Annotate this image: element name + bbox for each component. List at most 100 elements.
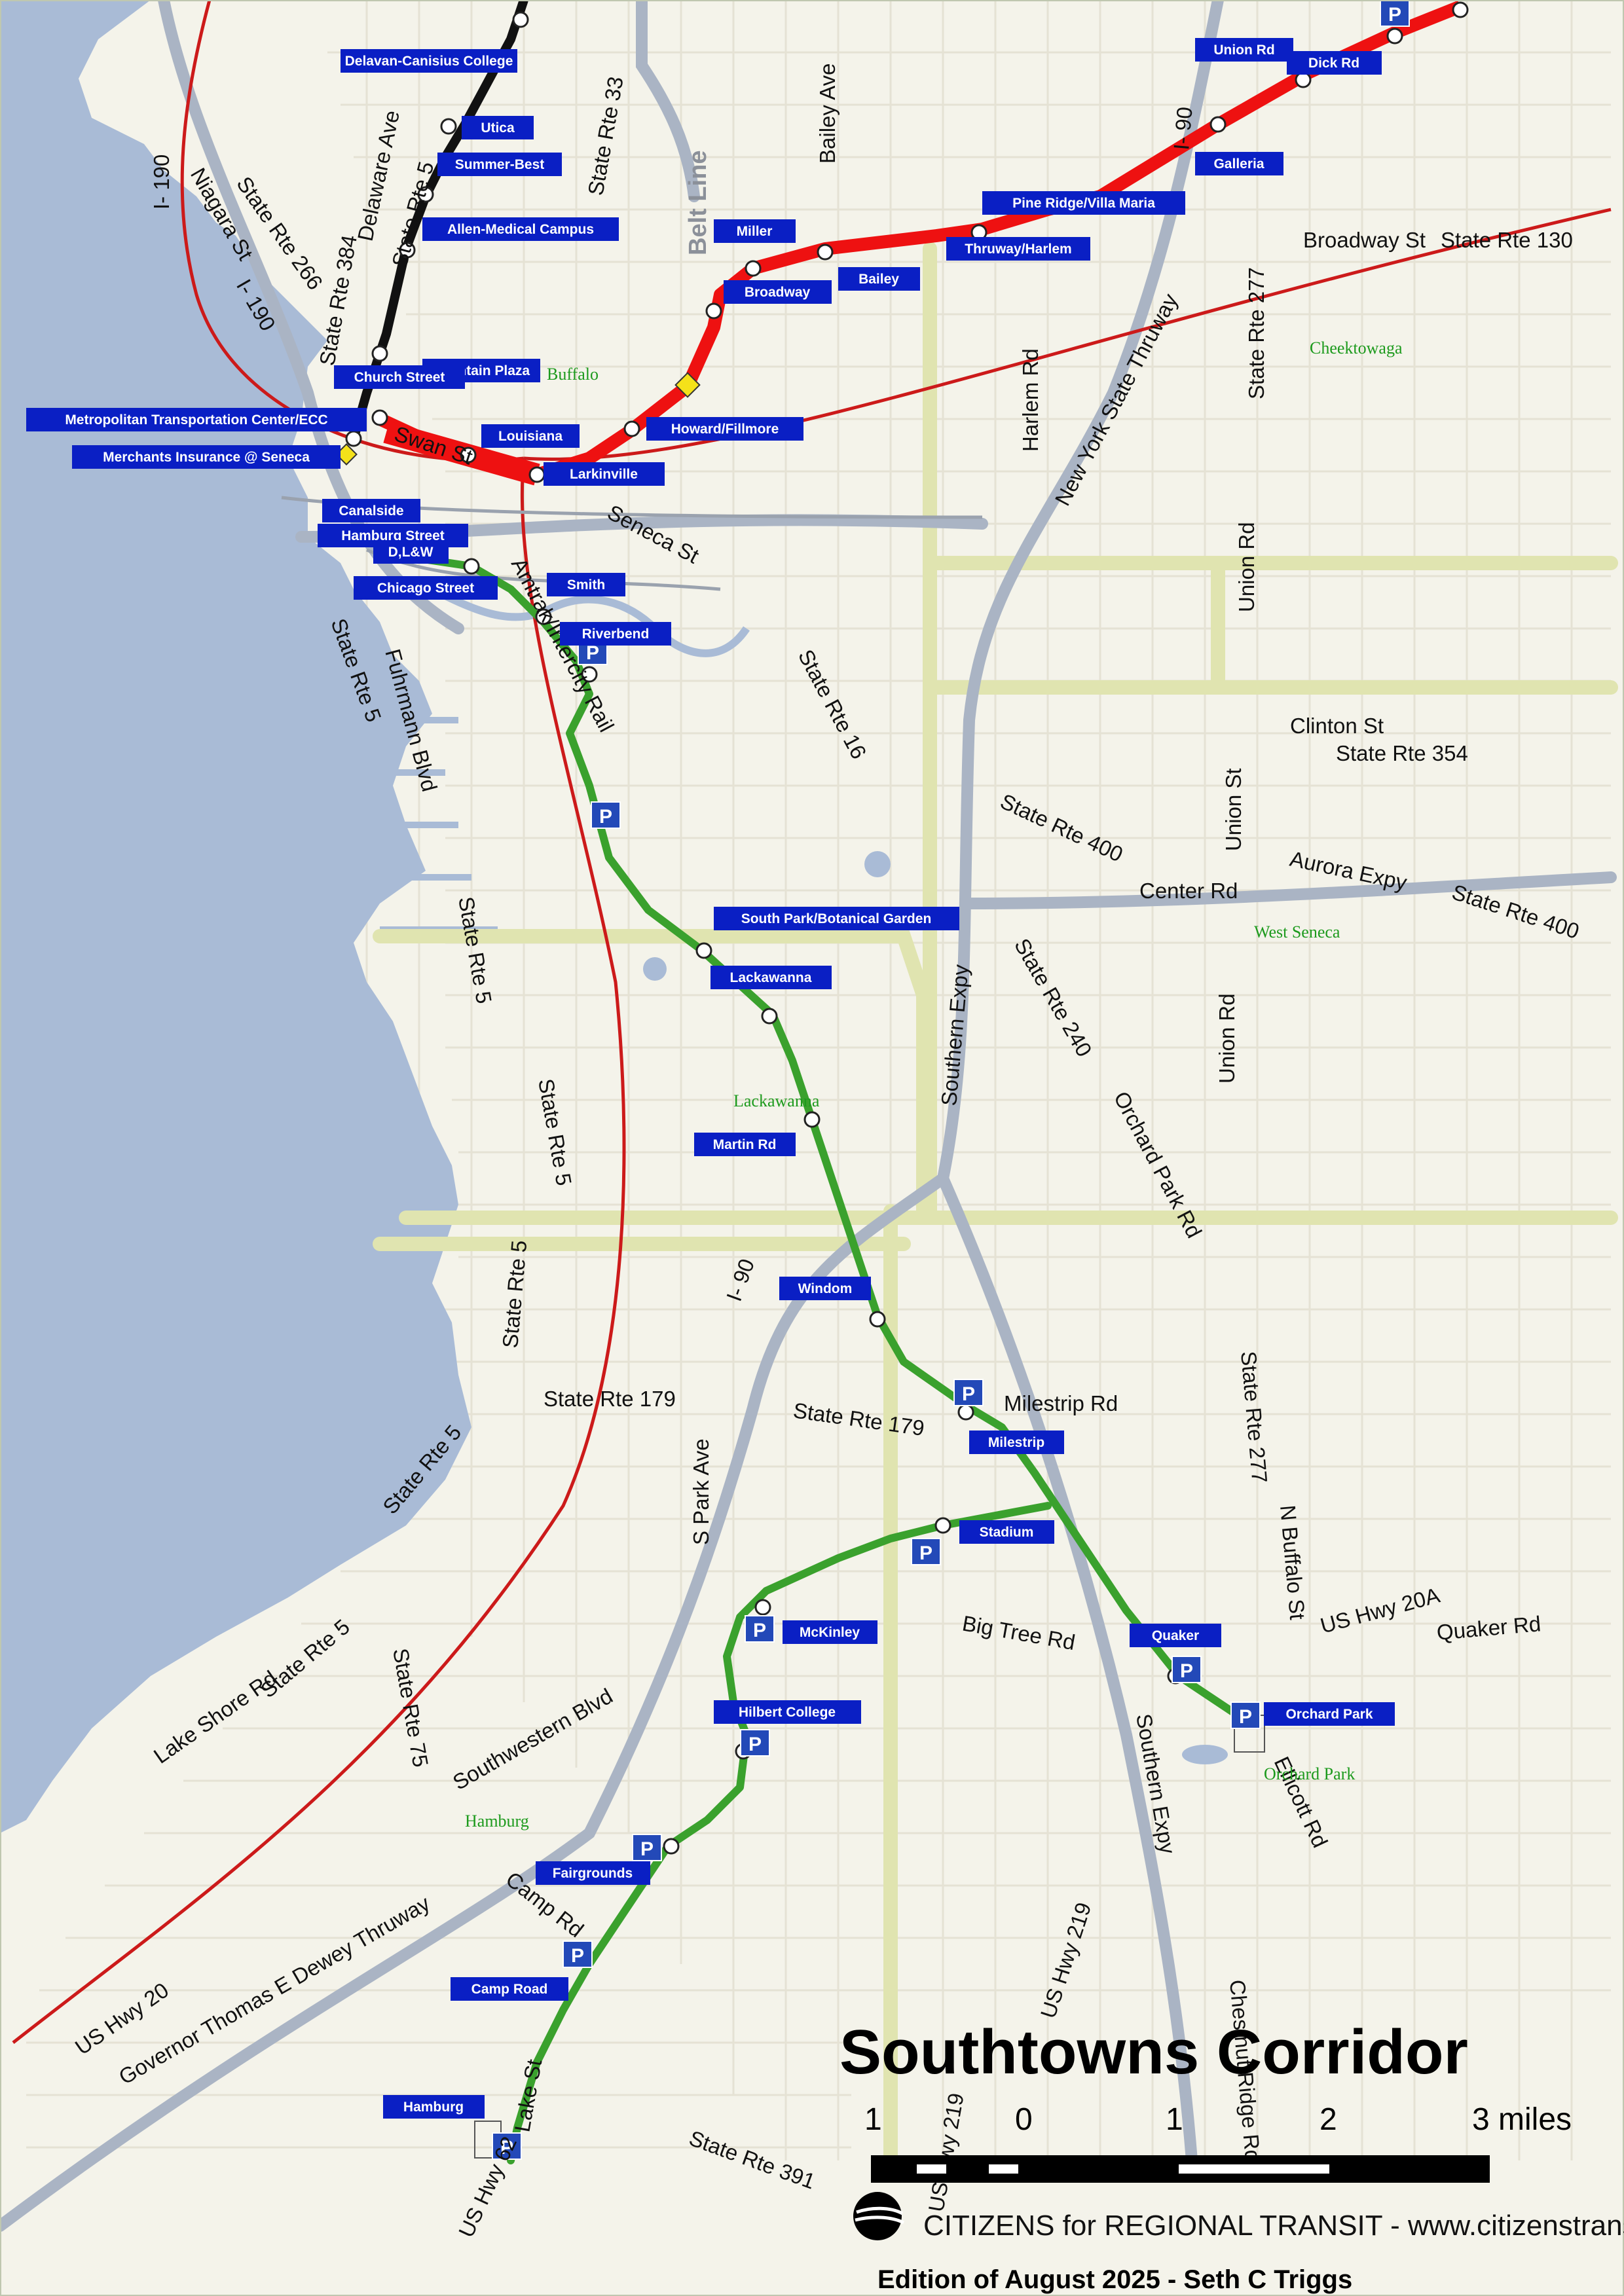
station-label: Church Street xyxy=(334,365,465,389)
station-label: Broadway xyxy=(724,280,832,304)
station-label: South Park/Botanical Garden xyxy=(714,907,959,930)
station-label: Smith xyxy=(547,573,625,596)
station-label: Utica xyxy=(462,116,534,139)
town-label: West Seneca xyxy=(1254,922,1340,941)
svg-text:Milestrip: Milestrip xyxy=(988,1435,1044,1450)
svg-text:Hamburg: Hamburg xyxy=(403,2100,464,2115)
svg-text:Martin Rd: Martin Rd xyxy=(713,1137,777,1152)
parking-label: P xyxy=(1180,1660,1193,1682)
station-label: Milestrip xyxy=(969,1430,1064,1454)
road-label: Broadway St xyxy=(1303,228,1426,252)
svg-text:Orchard Park: Orchard Park xyxy=(1285,1707,1373,1722)
town-label: Lackawanna xyxy=(733,1091,820,1110)
station-label: Fairgrounds xyxy=(536,1861,650,1885)
town-labels: Buffalo Cheektowaga West Seneca Lackawan… xyxy=(465,338,1403,1831)
station-label: McKinley xyxy=(783,1620,877,1644)
municipal-boundaries xyxy=(373,242,1618,2168)
road-label: Bailey Ave xyxy=(815,64,840,164)
station-label: Stadium xyxy=(959,1520,1054,1544)
svg-text:Dick Rd: Dick Rd xyxy=(1308,56,1359,71)
station-label: Dick Rd xyxy=(1287,51,1382,75)
road-label: Center Rd xyxy=(1139,879,1238,903)
scale-bar xyxy=(871,2155,1490,2183)
svg-text:Bailey: Bailey xyxy=(858,272,899,287)
cfrt-logo xyxy=(853,2192,905,2240)
transfer-diamond-icon xyxy=(335,372,701,465)
scale-label: 1 xyxy=(864,2102,882,2137)
svg-text:Howard/Fillmore: Howard/Fillmore xyxy=(671,422,779,437)
parking-label: P xyxy=(753,1620,766,1641)
station-label: Hamburg xyxy=(383,2095,485,2119)
parking-icon: P xyxy=(563,1941,593,1968)
station-label: Louisiana xyxy=(481,424,580,448)
station-label: Union Rd xyxy=(1195,38,1293,62)
road-label: State Rte 179 xyxy=(544,1387,676,1411)
parking-icon: P xyxy=(1172,1656,1202,1683)
svg-text:Lackawanna: Lackawanna xyxy=(730,970,812,985)
parking-icon: P xyxy=(745,1615,775,1643)
road-label: I- 190 xyxy=(149,155,174,210)
svg-text:D,L&W: D,L&W xyxy=(388,545,434,560)
green-line xyxy=(402,553,1242,1719)
scale-label: 3 miles xyxy=(1472,2102,1572,2137)
green-line-branch xyxy=(507,1502,1052,2164)
svg-text:Galleria: Galleria xyxy=(1213,156,1264,172)
road-label: Union St xyxy=(1221,768,1246,851)
parking-icon: P xyxy=(911,1538,941,1565)
station-label: Thruway/Harlem xyxy=(946,237,1090,261)
road-label: S Park Ave xyxy=(689,1438,713,1545)
svg-text:Union Rd: Union Rd xyxy=(1213,43,1274,58)
road-label: Milestrip Rd xyxy=(1004,1391,1118,1415)
station-label: D,L&W xyxy=(373,540,449,564)
station-label: Delavan-Canisius College xyxy=(341,49,517,73)
station-label: Windom xyxy=(779,1277,871,1300)
parking-label: P xyxy=(962,1383,975,1405)
road-label: Clinton St xyxy=(1290,714,1384,738)
station-label: Miller xyxy=(714,219,796,243)
title-block: Southtowns Corridor 1 0 1 2 3 miles CITI… xyxy=(819,2016,1624,2294)
svg-text:Louisiana: Louisiana xyxy=(498,429,563,444)
road-label: Union Rd xyxy=(1234,522,1259,612)
amtrak-line xyxy=(12,0,1612,2044)
road-label: Union Rd xyxy=(1215,993,1239,1084)
station-label: Riverbend xyxy=(560,622,671,646)
parking-label: P xyxy=(571,1945,584,1967)
svg-text:Summer-Best: Summer-Best xyxy=(455,157,545,172)
parking-icon: P xyxy=(591,801,621,829)
svg-text:Miller: Miller xyxy=(737,224,773,239)
station-label: Pine Ridge/Villa Maria xyxy=(982,191,1185,215)
parking-label: P xyxy=(919,1542,932,1564)
road-label: State Rte 277 xyxy=(1244,267,1268,399)
station-label: Chicago Street xyxy=(354,576,498,600)
pond-2 xyxy=(864,851,891,877)
road-label: State Rte 354 xyxy=(1336,741,1468,765)
station-label: Metropolitan Transportation Center/ECC xyxy=(26,408,367,431)
station-label: Canalside xyxy=(322,499,420,522)
belt-line-label: Belt Line xyxy=(684,151,712,255)
svg-text:South Park/Botanical Garden: South Park/Botanical Garden xyxy=(741,911,932,926)
parking-icon: P xyxy=(492,2132,522,2160)
parking-icon: P xyxy=(1230,1702,1261,1729)
scale-label: 2 xyxy=(1320,2102,1337,2137)
svg-text:Quaker: Quaker xyxy=(1152,1628,1199,1643)
station-label: Merchants Insurance @ Seneca xyxy=(72,445,341,469)
station-label: Summer-Best xyxy=(437,153,562,176)
svg-text:McKinley: McKinley xyxy=(800,1625,860,1640)
parking-label: P xyxy=(599,806,612,828)
svg-text:Broadway: Broadway xyxy=(745,285,811,300)
parking-label: P xyxy=(748,1734,762,1755)
parking-label: P xyxy=(586,642,599,664)
svg-text:Fairgrounds: Fairgrounds xyxy=(553,1866,633,1881)
parking-icons: P P P P P P P P P P P P xyxy=(492,0,1410,2160)
parking-label: P xyxy=(640,1838,654,1860)
svg-text:Allen-Medical Campus: Allen-Medical Campus xyxy=(447,222,594,237)
svg-text:Church Street: Church Street xyxy=(354,370,445,385)
road-label: I- 90 xyxy=(1169,106,1197,151)
station-label: Orchard Park xyxy=(1264,1702,1395,1726)
orchard-park-pond xyxy=(1182,1745,1228,1764)
station-label: Lackawanna xyxy=(710,966,832,989)
svg-text:Metropolitan Transportation Ce: Metropolitan Transportation Center/ECC xyxy=(65,412,327,428)
svg-text:Larkinville: Larkinville xyxy=(570,467,638,482)
station-label: Bailey xyxy=(838,267,920,291)
station-label: Galleria xyxy=(1195,152,1283,175)
